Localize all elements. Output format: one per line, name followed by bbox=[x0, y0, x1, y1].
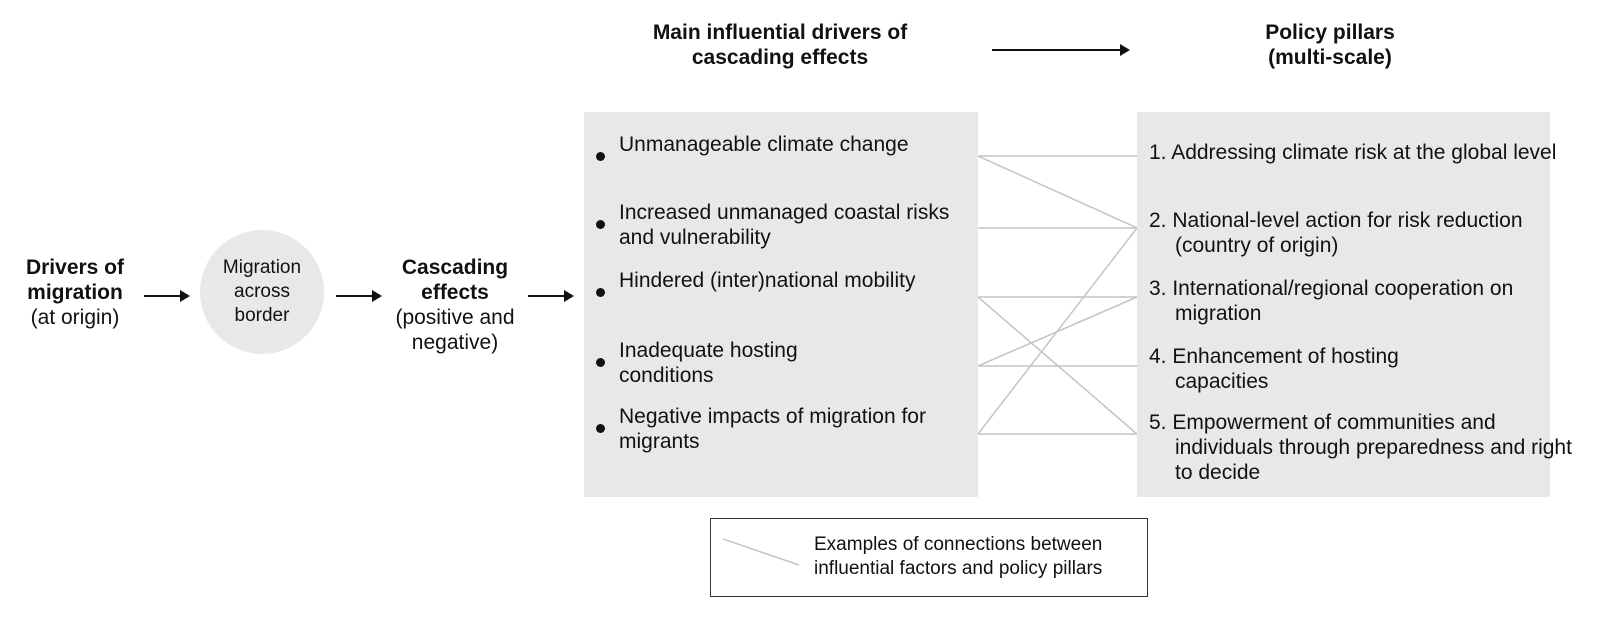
arrow-2 bbox=[336, 290, 382, 302]
connection-line-1-2 bbox=[978, 155, 1137, 229]
pillars-header: Policy pillars(multi-scale) bbox=[1200, 20, 1460, 70]
driver-item: Unmanageable climate change bbox=[596, 132, 959, 161]
drivers-sub: (at origin) bbox=[30, 306, 120, 329]
header-arrow bbox=[992, 44, 1130, 56]
driver-item: Increased unmanaged coastal risks and vu… bbox=[596, 200, 959, 250]
pillars-box: 1. Addressing climate risk at the global… bbox=[1137, 112, 1572, 497]
arrow-3 bbox=[528, 290, 574, 302]
legend-label: Examples of connections between influent… bbox=[814, 534, 1103, 579]
cascading-title: Cascading effects bbox=[401, 256, 509, 304]
cascading-sub: (positive and negative) bbox=[395, 306, 515, 354]
legend: Examples of connections between influent… bbox=[710, 518, 1148, 597]
connection-line-5-2 bbox=[978, 227, 1137, 435]
migration-circle: Migration across border bbox=[200, 230, 324, 354]
drivers-header: Main influential drivers of cascading ef… bbox=[652, 21, 908, 69]
pillar-item: 2. National-level action for risk reduct… bbox=[1149, 209, 1523, 257]
drivers-title: Drivers of migration bbox=[25, 256, 125, 304]
legend-line-icon bbox=[723, 538, 800, 566]
driver-item: Hindered (inter)national mobility bbox=[596, 268, 919, 297]
pillar-item: 3. International/regional cooperation on… bbox=[1149, 277, 1514, 325]
driver-item: Negative impacts of migration for migran… bbox=[596, 404, 969, 454]
pillars-title: Policy pillars bbox=[1265, 21, 1395, 44]
arrow-1 bbox=[144, 290, 190, 302]
cascading-effects: Cascading effects(positive and negative) bbox=[385, 255, 525, 355]
driver-item: Inadequate hosting conditions bbox=[596, 338, 879, 388]
drivers-of-migration: Drivers of migration(at origin) bbox=[10, 255, 140, 330]
pillar-item: 5. Empowerment of communities and indivi… bbox=[1149, 411, 1572, 484]
drivers-box: Unmanageable climate change Increased un… bbox=[584, 112, 978, 497]
pillars-subtitle: (multi-scale) bbox=[1268, 46, 1392, 69]
migration-label: Migration across border bbox=[222, 257, 302, 326]
connection-lines bbox=[978, 155, 1137, 435]
pillar-item: 1. Addressing climate risk at the global… bbox=[1149, 141, 1557, 164]
pillar-item: 4. Enhancement of hosting capacities bbox=[1149, 345, 1399, 393]
